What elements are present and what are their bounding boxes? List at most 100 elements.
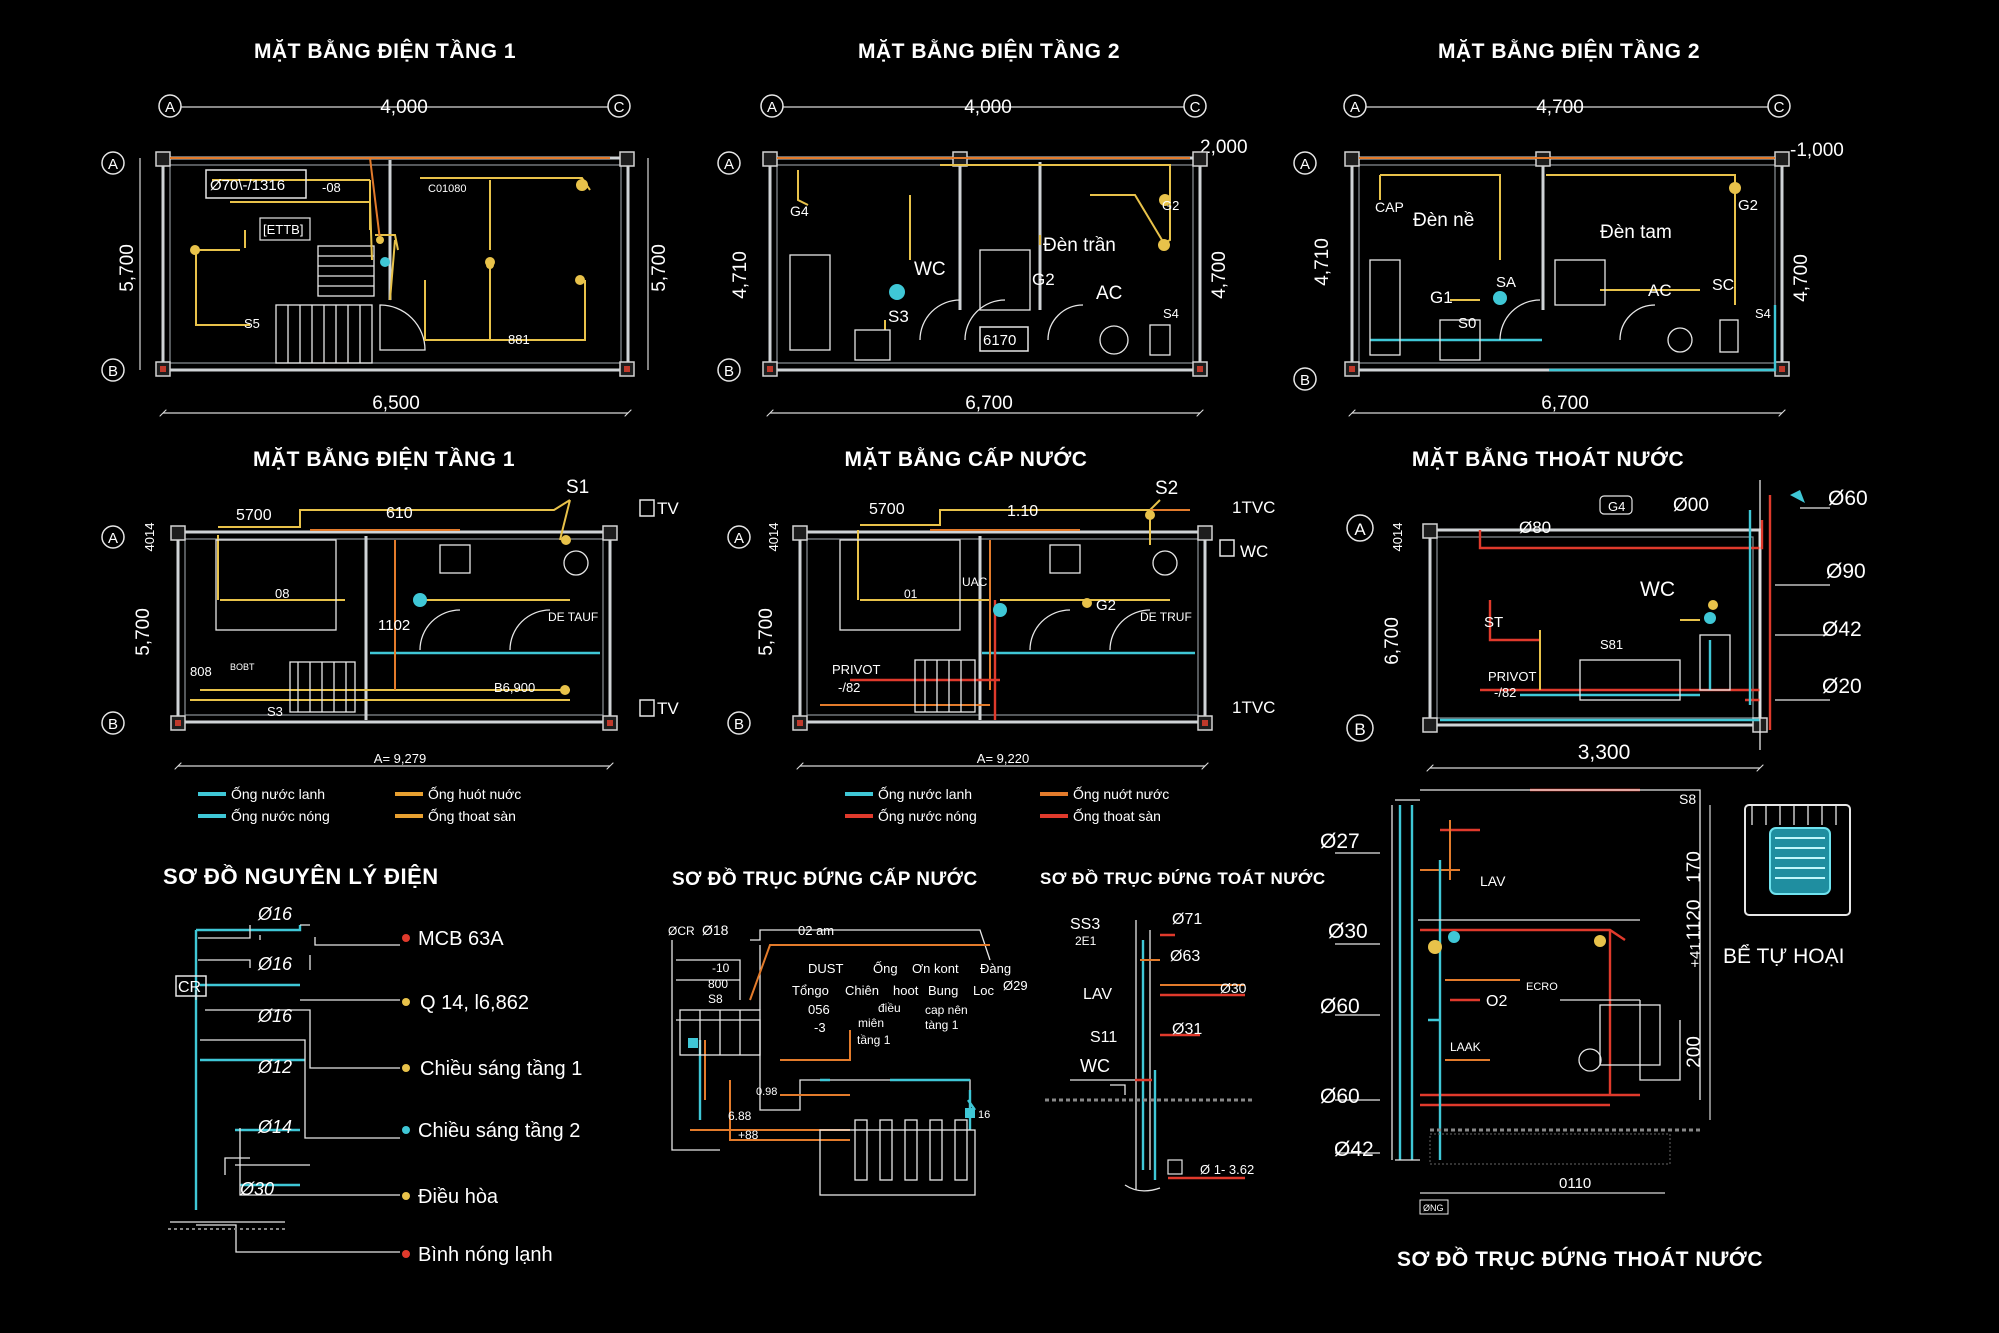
legend-hot: Ống nước nóng [878,807,977,824]
r-20: tầng 1 [857,1033,891,1047]
dim-left: 5,700 [117,244,138,292]
db-o2: O2 [1486,993,1507,1010]
label-s1: S1 [566,477,589,498]
dim-bottom: 6,700 [1541,393,1589,414]
legend-hot: Ống nước nóng [231,807,330,824]
db-s8: S8 [1679,791,1696,807]
ds-3: Ø63 [1170,948,1200,965]
db-ong: ØNG [1423,1203,1444,1213]
label-b6900: B6,900 [494,680,535,695]
r-10: Ống [873,961,898,976]
r-6: DUST [808,961,843,976]
ds-6: S11 [1090,1029,1117,1046]
label-tvc-top: 1TVC [1232,498,1275,517]
axis-a-left: A [108,530,118,547]
dim-right: 5,700 [649,244,670,292]
r-23: 0.98 [756,1086,777,1098]
ds-9: Ø 1- 3.62 [1200,1162,1254,1177]
db-laak: LAAK [1450,1040,1481,1054]
axis-a-left: A [724,156,734,173]
r-25: +88 [738,1128,759,1142]
label-g2: G2 [1032,270,1055,289]
dim-1120: 1120 [1684,900,1705,941]
output-2: Q 14, l6,862 [420,992,529,1014]
riser-title: SƠ ĐỒ TRỤC ĐỨNG CẤP NƯỚC [672,868,978,890]
panel-electrical-floor-2: MẶT BẰNG ĐIỆN TẦNG 2 A C 4,000 2,000 A B… [717,39,1248,414]
size-6: Ø30 [239,1179,274,1199]
label-g2: G2 [1738,197,1758,214]
axis-b-left: B [1354,720,1365,739]
label-de-truf: DE TRUF [1140,610,1192,624]
dim-bottom: 6,500 [372,393,420,414]
r-5: 02 am [798,923,834,938]
label-uac: UAC [962,575,988,589]
panel-drainage: MẶT BẰNG THOÁT NƯỚC A B Ø80 G4 Ø00 WC ST… [1346,447,1868,768]
label-wc: WC [1240,542,1268,561]
label-82: -/82 [838,680,860,695]
label-s3: S3 [888,307,909,326]
ds-0: SS3 [1070,916,1100,933]
panel-electrical-floor-2-b: MẶT BẰNG ĐIỆN TẦNG 2 A C 4,700 -1,000 A … [1293,39,1844,414]
supply-riser: SƠ ĐỒ TRỤC ĐỨNG CẤP NƯỚC ØCR Ø18 -10 800… [668,868,1028,1196]
dim-bottom: A= 9,279 [374,751,426,766]
label-ac: AC [1096,283,1122,304]
r-7: Tổngo [792,983,829,998]
dim-41: +41 [1687,942,1704,967]
dim-left: 6,700 [1382,617,1403,665]
db-0110: 0110 [1559,1175,1591,1192]
axis-a-top: A [165,99,175,116]
drain-riser-big: Ø27 Ø30 Ø60 Ø60 Ø42 LAV S8 O2 ECRO LAAK … [1320,788,1763,1271]
dim-left-top: 4014 [142,523,157,552]
panel-title: MẶT BẰNG THOÁT NƯỚC [1412,447,1684,471]
ds-7: Ø31 [1172,1021,1202,1038]
label-cap: CAP [1375,199,1404,215]
size-2: Ø16 [257,954,293,974]
pipe-90: Ø90 [1826,560,1866,583]
axis-a-left: A [1354,520,1366,539]
dim-corner: -1,000 [1790,140,1844,161]
label-e: S5 [244,316,260,331]
legend-drain: Ống nuớt nước [1073,785,1169,802]
label-g4: G4 [790,203,809,219]
label-s0: S0 [1458,315,1476,332]
size-5: Ø14 [257,1117,292,1137]
label-08: 08 [275,586,289,601]
dim-170: 170 [1684,851,1705,883]
r-19: miên [858,1016,884,1030]
r-12: hoot [893,983,919,998]
label-d: [ETTB] [263,222,303,237]
label-f: 881 [508,332,530,347]
axis-b-left: B [724,363,734,380]
db-ecro: ECRO [1526,981,1558,993]
label-wc: WC [914,259,946,280]
dim-top-left: 5700 [236,507,272,524]
drain-riser-small: SƠ ĐỒ TRỤC ĐỨNG TOÁT NƯỚC SS3 2E1 Ø71 Ø6… [1040,869,1326,1192]
dim-left-top: 4014 [1390,523,1405,552]
label-o80: Ø80 [1519,518,1551,537]
label-den-ne: Đèn nề [1413,210,1474,231]
r-21: cap nên [925,1003,968,1017]
dim-left: 5,700 [133,608,154,656]
label-sa: SA [1496,274,1516,291]
dim-top-left: 5700 [869,501,905,518]
legend-cold: Ống nước lanh [878,785,972,802]
panel-water-supply: MẶT BẰNG CẤP NƯỚC A B S2 1TVC WC 1TVC 57… [727,447,1275,766]
axis-c-top: C [1190,99,1201,116]
pipe-27: Ø27 [1320,830,1360,853]
dim-left-top: 4014 [766,523,781,552]
output-4: Chiều sáng tầng 2 [418,1120,580,1142]
label-a: Ø70\-/1316 [210,177,285,194]
schematic-title: SƠ ĐỒ NGUYÊN LÝ ĐIỆN [163,864,439,889]
dim-bottom: 6,700 [965,393,1013,414]
label-g4: G4 [1608,499,1625,514]
dim-top-mid: 610 [386,505,413,522]
riser-title: SƠ ĐỒ TRỤC ĐỨNG TOÁT NƯỚC [1040,869,1326,888]
electrical-schematic: SƠ ĐỒ NGUYÊN LÝ ĐIỆN CR Ø16 Ø16 Ø16 Ø12 … [163,864,582,1266]
dim-top: 4,000 [380,97,428,118]
label-s2: S2 [1155,478,1178,499]
axis-a-left: A [734,530,744,547]
label-tvc-bottom: 1TVC [1232,698,1275,717]
panel-title: MẶT BẰNG ĐIỆN TẦNG 2 [858,39,1120,63]
axis-b-left: B [1300,372,1310,389]
label-st: ST [1484,614,1503,631]
